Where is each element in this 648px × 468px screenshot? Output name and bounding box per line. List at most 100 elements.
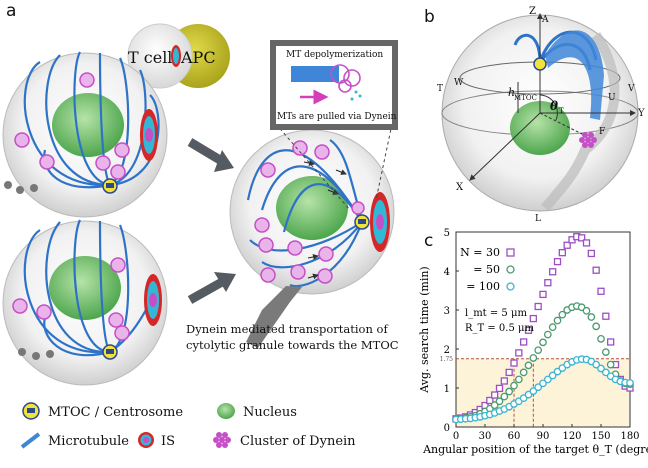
is-target: [370, 192, 390, 252]
legend-marker-2: [506, 282, 515, 291]
tcell-apc-icon: T cell APC: [127, 23, 230, 89]
param-label-1: R_T = 0.5 μm: [465, 323, 535, 334]
x-tick-label: 180: [620, 431, 639, 442]
mtoc-icon: [102, 178, 118, 194]
series-1-point: [587, 313, 596, 321]
series-0-point: [582, 239, 591, 247]
series-1-point: [606, 360, 615, 369]
label-x: X: [456, 182, 464, 193]
label-h: h: [508, 86, 515, 99]
series-1-point: [495, 397, 504, 406]
series-1-point: [529, 354, 538, 362]
series-0-point: [597, 287, 605, 295]
nucleus-icon: [217, 403, 235, 419]
series-0-point: [529, 314, 537, 323]
x-axis-label: Angular position of the target θ_T (degr…: [422, 443, 648, 456]
inset-title: MT depolymerization: [286, 50, 383, 60]
target-radius: [539, 112, 591, 139]
dynein-dots: [254, 140, 365, 284]
legend-dynein: Cluster of Dynein: [240, 434, 356, 449]
series-2-point: [626, 379, 634, 387]
series-0-point: [539, 290, 547, 299]
series-0-point: [486, 396, 494, 405]
y-tick-label: 4: [444, 267, 450, 278]
series-1-point: [548, 323, 557, 332]
series-1-point: [601, 348, 610, 356]
legend-marker-1: [506, 265, 515, 274]
label-f: F: [599, 127, 605, 137]
series-0-point: [544, 279, 552, 287]
inset-microtubule: [291, 66, 339, 82]
series-0-point: [495, 384, 504, 393]
series-0-point: [491, 391, 499, 399]
transport-caption-line1: Dynein mediated transportation of: [186, 322, 388, 336]
series-0-point: [578, 234, 586, 242]
series-0-point: [549, 268, 557, 276]
series-0-point: [510, 359, 518, 367]
microtubule-icon: [20, 432, 41, 449]
dynein-dots: [14, 72, 130, 180]
apc-label: APC: [180, 48, 216, 67]
arrow-top-head-icon: [214, 150, 234, 172]
series-0-point: [563, 241, 571, 249]
tcell-circle: [127, 23, 193, 89]
cell-top-left: [2, 51, 168, 218]
arrow-bottom-head-icon: [214, 272, 236, 292]
series-2-point: [529, 387, 538, 395]
y-tick-label: 1: [444, 384, 450, 395]
mtoc-icon: [102, 344, 118, 360]
label-l: L: [535, 214, 541, 224]
series-0-point: [587, 249, 595, 258]
is-target: [140, 109, 158, 161]
mini-is-inner: [173, 48, 179, 64]
label-z: Z: [529, 6, 536, 17]
label-y: Y: [637, 108, 645, 119]
nucleus: [276, 176, 348, 240]
theta-arc: [539, 94, 558, 121]
series-1-point: [558, 310, 567, 319]
series-1-point: [505, 387, 514, 396]
series-2-point: [539, 379, 547, 388]
series-0-point: [602, 312, 610, 320]
x-tick-label: 60: [508, 431, 521, 442]
legend-mtoc: MTOC / Centrosome: [48, 405, 183, 420]
series-1-point: [524, 361, 533, 370]
inset-box: MT depolymerization MTs are pulled via D…: [270, 40, 398, 211]
panel-b-label: b: [424, 7, 435, 27]
series-1-point: [592, 322, 601, 331]
legend: MTOC / Centrosome Nucleus Microtubule IS…: [20, 402, 356, 449]
threshold-label: 1.75: [440, 356, 454, 363]
label-w: W: [454, 78, 464, 88]
nucleus: [49, 256, 121, 320]
x-axis: [469, 112, 541, 181]
label-t: T: [437, 84, 443, 94]
series-0-point: [558, 249, 566, 257]
x-tick-label: 90: [537, 431, 550, 442]
y-tick-label: 0: [444, 423, 450, 434]
label-h-sub: MTOC: [514, 94, 537, 102]
series-1-point: [500, 392, 509, 401]
transport-caption-line2: cytolytic granule towards the MTOC: [186, 338, 399, 352]
mtoc-icon: [354, 214, 370, 230]
nucleus: [52, 93, 124, 157]
panel-a: a T cell APC: [2, 1, 399, 449]
series-1-point: [597, 335, 605, 343]
series-0-point: [553, 257, 562, 266]
series-1-point: [539, 338, 547, 347]
cell-bottom-left: [2, 219, 168, 386]
dynein-cluster-icon: [213, 432, 231, 448]
series-0-point: [505, 368, 513, 377]
panel-b: b Z A W T U V Y X L F: [424, 6, 645, 224]
series-2-point: [548, 371, 557, 380]
series-0-point: [500, 377, 508, 385]
series-1-point: [519, 368, 528, 377]
legend-marker-0: [506, 248, 515, 257]
series-2-point: [543, 375, 552, 384]
cytolytic-granule-arrow-icon: [246, 286, 302, 348]
series-1-point: [514, 375, 523, 384]
arrow-top-icon: [187, 138, 223, 164]
label-u: U: [608, 93, 616, 103]
y-tick-label: 3: [444, 306, 450, 317]
legend-nucleus: Nucleus: [243, 405, 297, 420]
